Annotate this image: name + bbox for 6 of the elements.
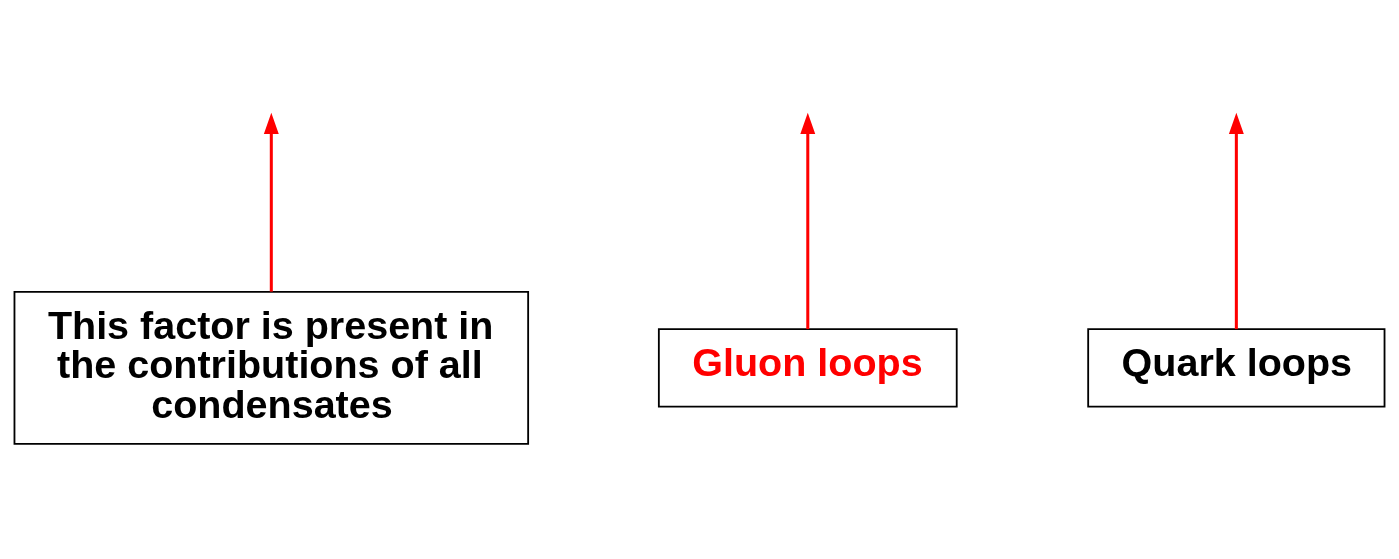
node-box: Quark loops — [1087, 327, 1386, 408]
arrow — [1228, 112, 1244, 329]
node-box: Gluon loops — [657, 327, 958, 408]
node-box: This factor is present in the contributions of all condensates — [13, 290, 530, 445]
arrow — [263, 112, 279, 292]
arrow — [800, 112, 816, 329]
